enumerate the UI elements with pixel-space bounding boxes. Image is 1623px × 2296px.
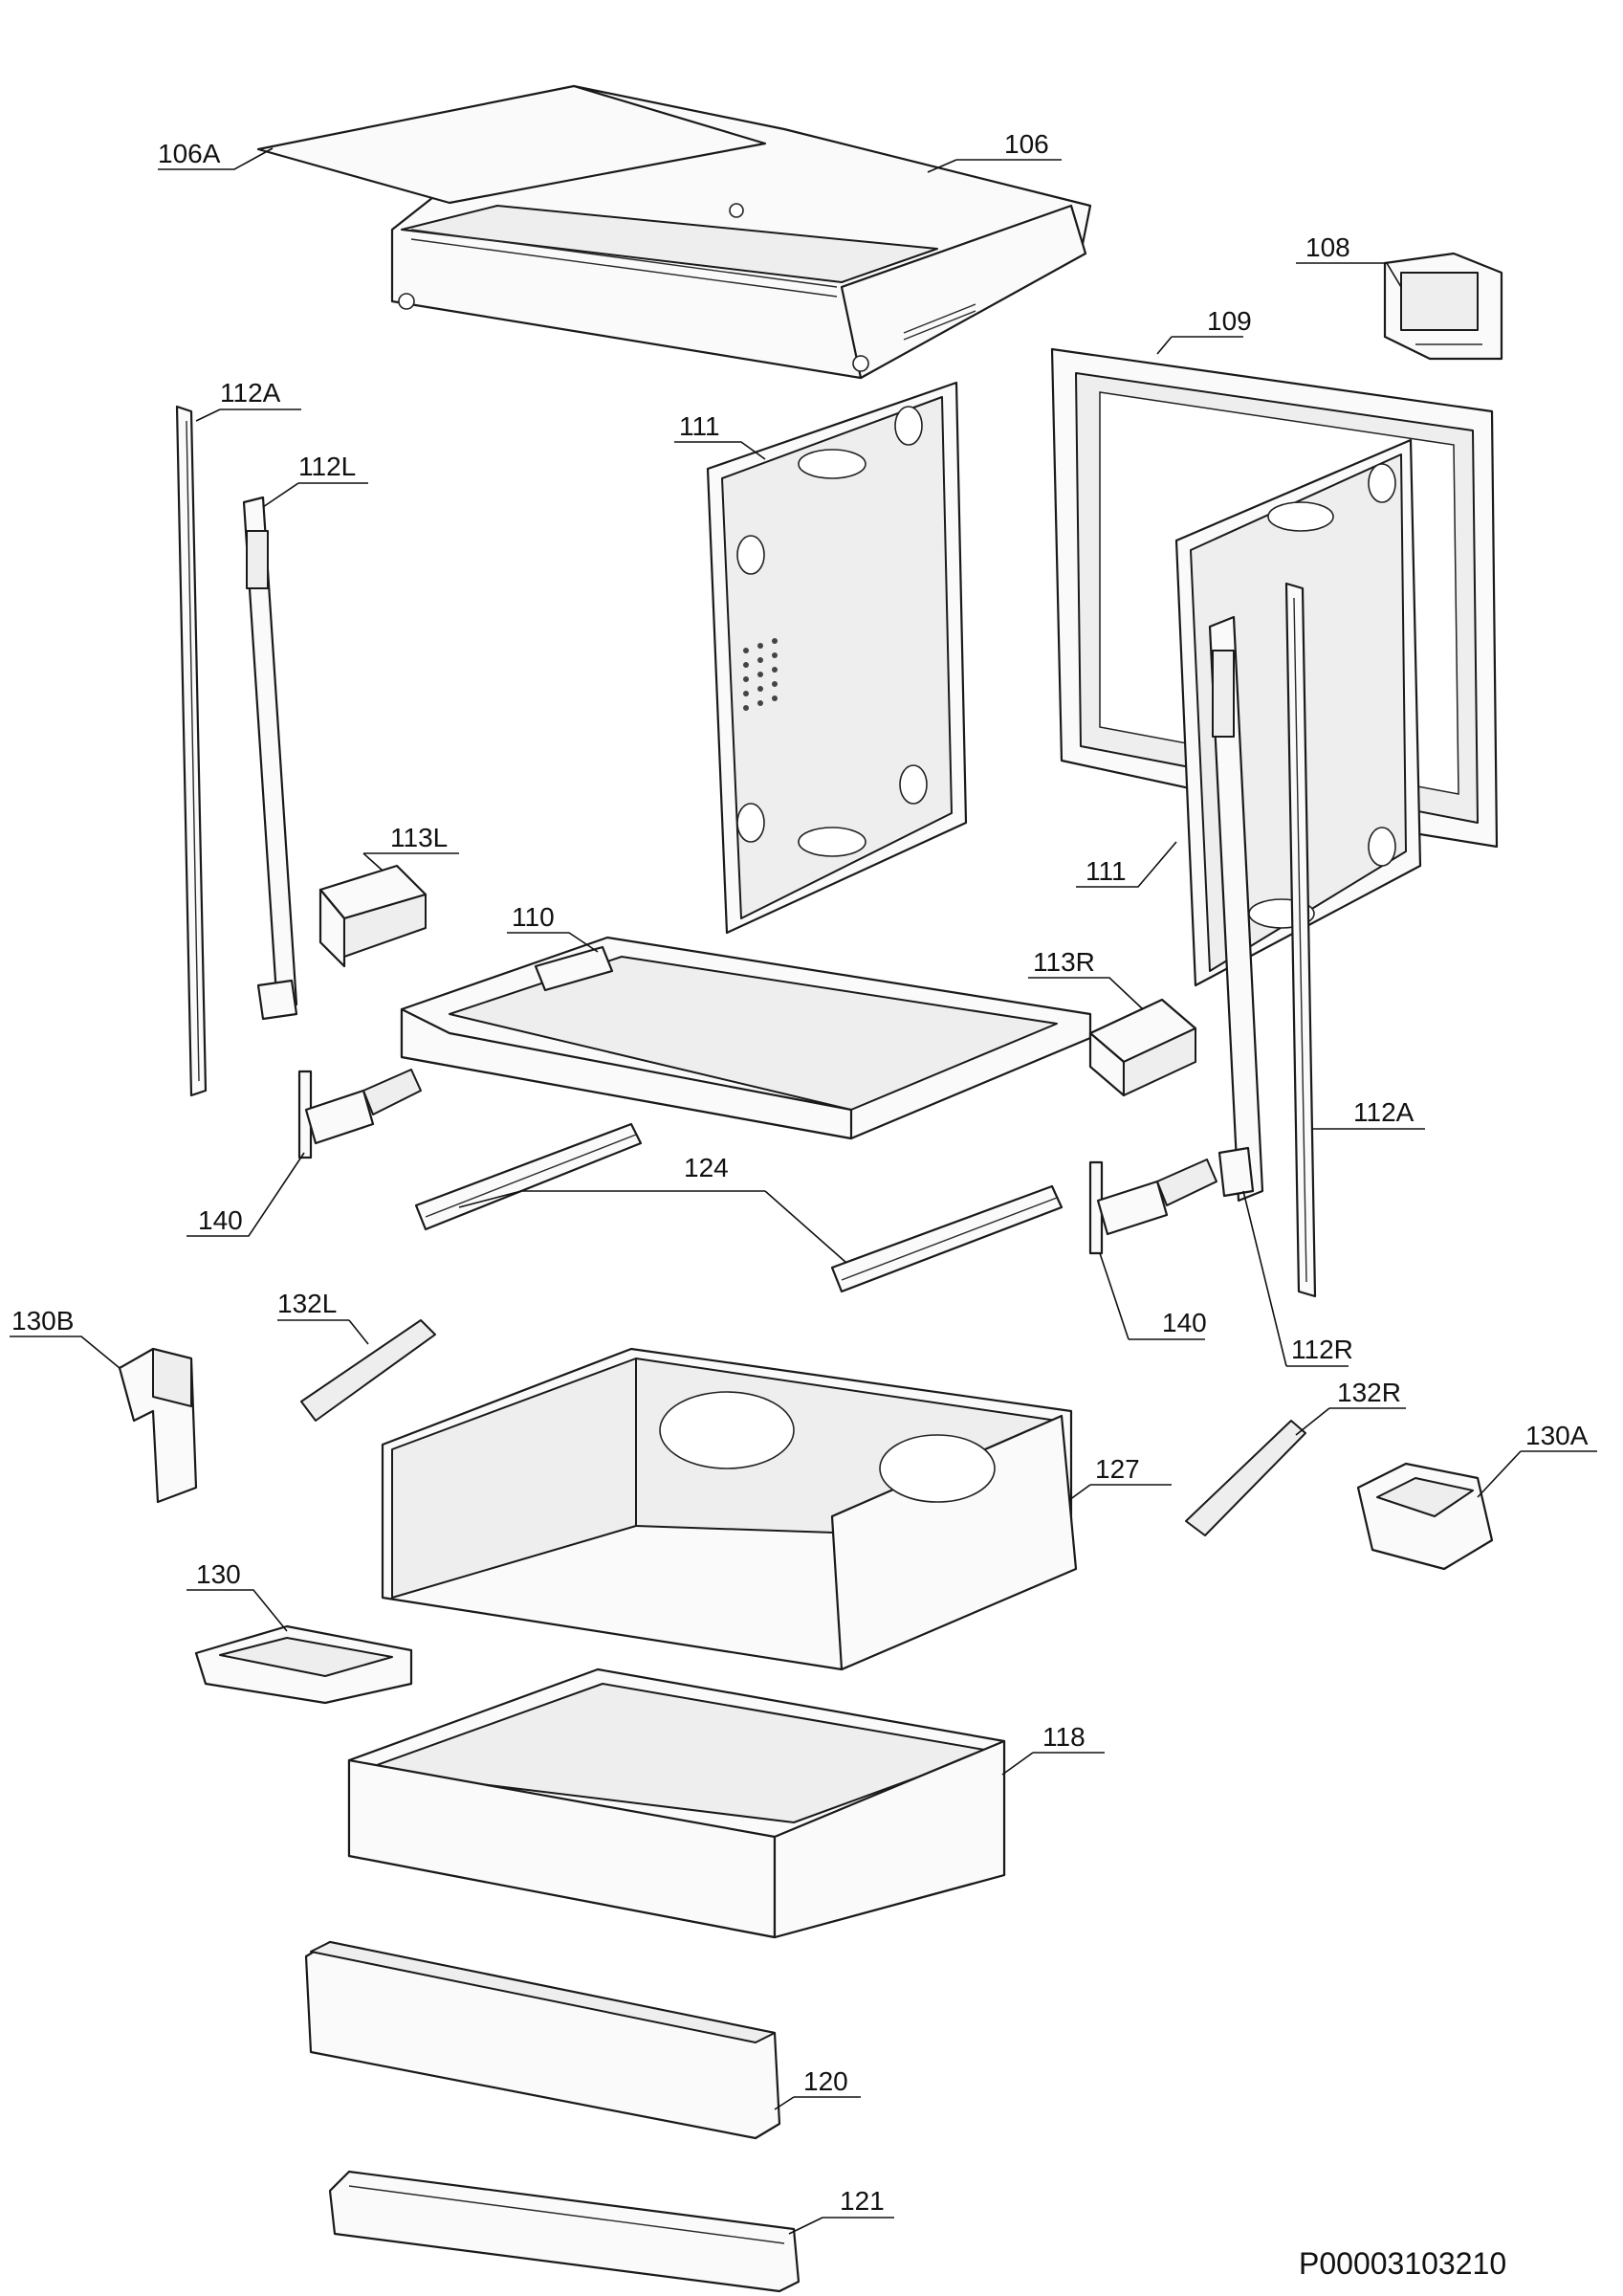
callout-113L: 113L [390,823,448,852]
callout-127: 127 [1095,1454,1140,1484]
callout-118: 118 [1042,1722,1086,1752]
callout-112R: 112R [1291,1335,1353,1364]
callout-106: 106 [1004,129,1049,159]
part-130A-box [1356,1462,1494,1571]
callout-111-top: 111 [679,411,720,441]
part-127-cavity [381,1347,1078,1671]
part-108-bracket [1383,252,1503,361]
callout-108: 108 [1305,232,1350,262]
part-111-side-panel-left [706,381,968,935]
callout-112A-left: 112A [220,378,281,408]
part-112R-bracket [1208,615,1264,1203]
callout-121: 121 [840,2186,885,2216]
part-110-base-tray [400,936,1092,1140]
part-112A-rail-right [1284,582,1317,1298]
part-118-drawer [347,1667,1006,1939]
part-124-runner-right [830,1184,1064,1293]
callout-110: 110 [512,902,555,932]
part-120-front-panel [304,1940,781,2140]
part-132L-strip [300,1319,436,1422]
document-number: P00003103210 [1299,2246,1506,2281]
callout-111-right: 111 [1086,856,1127,886]
callout-130A: 130A [1525,1421,1589,1450]
part-130B-cover [118,1347,198,1504]
part-106-top-cover [256,84,1092,380]
part-140-hinge-right [1088,1159,1217,1255]
callout-120: 120 [803,2066,848,2096]
callout-140-right: 140 [1162,1308,1207,1337]
callout-106A: 106A [158,139,221,168]
callout-113R: 113R [1033,947,1095,977]
part-132R-strip [1185,1420,1306,1536]
part-130-cover [194,1624,413,1705]
part-124-runner-left [414,1122,643,1231]
part-113R-bracket [1088,998,1197,1097]
callout-130B: 130B [11,1306,74,1336]
callout-112L: 112L [298,452,356,481]
callout-130: 130 [196,1559,241,1589]
callout-109: 109 [1207,306,1252,336]
part-121-handle [328,2170,801,2293]
callout-132L: 132L [277,1289,337,1318]
callout-124: 124 [684,1153,729,1182]
part-112L-bracket [242,496,298,1021]
callout-140-left: 140 [198,1205,243,1235]
callouts: 106A 106 108 109 112A 112L 111 111 113L … [10,129,1597,2235]
part-140-hinge-left [297,1069,422,1159]
callout-112A-right: 112A [1353,1097,1415,1127]
part-113L-bracket [318,864,428,968]
part-112A-rail-left [175,405,208,1097]
callout-132R: 132R [1337,1378,1401,1407]
